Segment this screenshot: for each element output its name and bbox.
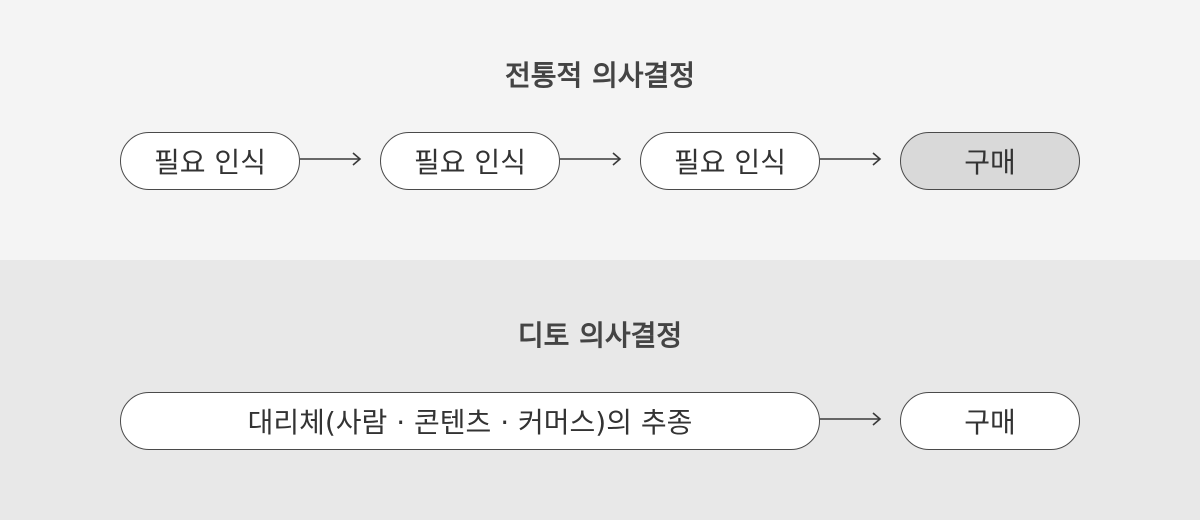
traditional-step-3: 필요 인식 [640,132,820,190]
ditto-section: 디토 의사결정 대리체(사람 · 콘텐츠 · 커머스)의 추종 구매 [0,260,1200,520]
arrow-right-icon [560,152,622,166]
ditto-title: 디토 의사결정 [517,319,683,352]
traditional-section: 전통적 의사결정 필요 인식 필요 인식 필요 인식 구매 [0,0,1200,260]
ditto-step-purchase: 구매 [900,392,1080,450]
arrow-right-icon [820,412,882,426]
arrow-right-icon [300,152,362,166]
traditional-step-1: 필요 인식 [120,132,300,190]
ditto-step-follow: 대리체(사람 · 콘텐츠 · 커머스)의 추종 [120,392,820,450]
traditional-step-2: 필요 인식 [380,132,560,190]
arrow-right-icon [820,152,882,166]
traditional-title: 전통적 의사결정 [504,59,696,92]
traditional-step-purchase: 구매 [900,132,1080,190]
